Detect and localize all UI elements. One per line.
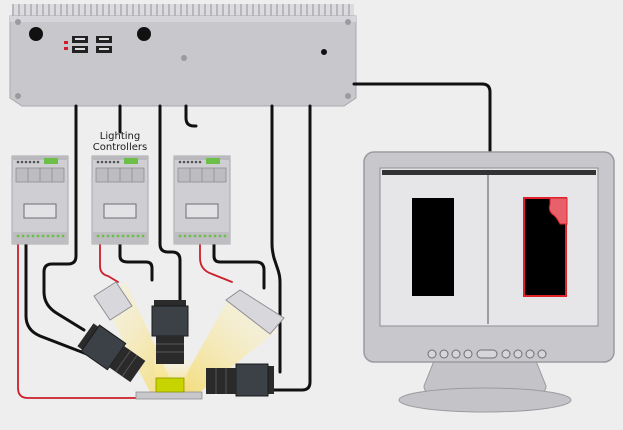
- inspection-image-good: [412, 198, 454, 296]
- pc-screw: [345, 19, 351, 25]
- pc-power-led: [321, 49, 327, 55]
- terminal-block: [124, 158, 138, 164]
- usb-ports: [64, 36, 112, 53]
- cable-trigger-right-light: [199, 243, 233, 283]
- pc-screw: [345, 93, 351, 99]
- monitor-base: [398, 387, 572, 413]
- cable-trigger-left: [17, 243, 141, 399]
- monitor-button[interactable]: [525, 349, 535, 359]
- screen-title-bar: [382, 170, 596, 175]
- pc-top-edge: [10, 16, 356, 22]
- light-beam-right: [176, 300, 278, 392]
- inspection-stage: [135, 377, 203, 400]
- monitor-button[interactable]: [463, 349, 473, 359]
- monitor-controls: [427, 349, 547, 359]
- data-cables: [24, 82, 492, 392]
- controller-display: [185, 203, 219, 219]
- conveyor-plate: [135, 391, 203, 400]
- monitor-button[interactable]: [439, 349, 449, 359]
- cable-pc-to-monitor: [352, 82, 492, 154]
- cable-controller-1-to-camera: [24, 242, 94, 358]
- pc-screw: [15, 19, 21, 25]
- pc-chassis: [9, 15, 357, 107]
- light-unit-right: [225, 289, 285, 335]
- terminal-block: [44, 158, 58, 164]
- defect-highlight: [548, 197, 568, 225]
- cable-controller-2-to-light: [118, 242, 154, 282]
- controller-display: [23, 203, 57, 219]
- cable-pc-to-top-camera: [158, 104, 182, 302]
- controller-display: [103, 203, 137, 219]
- monitor: [363, 151, 615, 413]
- lighting-controller-3: [173, 155, 231, 245]
- light-unit-left: [93, 281, 133, 321]
- monitor-button[interactable]: [537, 349, 547, 359]
- pc-screw: [15, 93, 21, 99]
- monitor-button[interactable]: [501, 349, 511, 359]
- lighting-controllers-label-line2: Controllers: [93, 142, 147, 153]
- lighting-controller-2: [91, 155, 149, 245]
- camera-top: [151, 300, 189, 364]
- cable-controller-3-to-light: [212, 242, 266, 290]
- cable-trigger-top-light: [99, 243, 119, 283]
- monitor-button[interactable]: [451, 349, 461, 359]
- monitor-button[interactable]: [427, 349, 437, 359]
- cable-pc-to-controller-3: [184, 104, 198, 128]
- trigger-cables: [17, 243, 233, 399]
- monitor-button[interactable]: [513, 349, 523, 359]
- inspected-part: [155, 377, 185, 393]
- cable-pc-to-left-camera: [42, 104, 86, 332]
- terminal-block: [206, 158, 220, 164]
- lighting-controller-1: [11, 155, 69, 245]
- cable-pc-to-camera-right: [266, 104, 312, 392]
- pc-screw: [181, 55, 187, 61]
- cable-pc-to-bottom-camera: [270, 104, 282, 374]
- pc-port-round-left: [29, 27, 43, 41]
- pc-heatsink-fins: [12, 4, 354, 16]
- camera-left: [77, 323, 146, 383]
- monitor-power-button[interactable]: [476, 349, 498, 359]
- camera-bottom-right: [206, 363, 274, 397]
- lighting-controllers-label-line1: Lighting: [100, 131, 140, 142]
- pc-port-round-right: [137, 27, 151, 41]
- industrial-pc: [9, 4, 357, 107]
